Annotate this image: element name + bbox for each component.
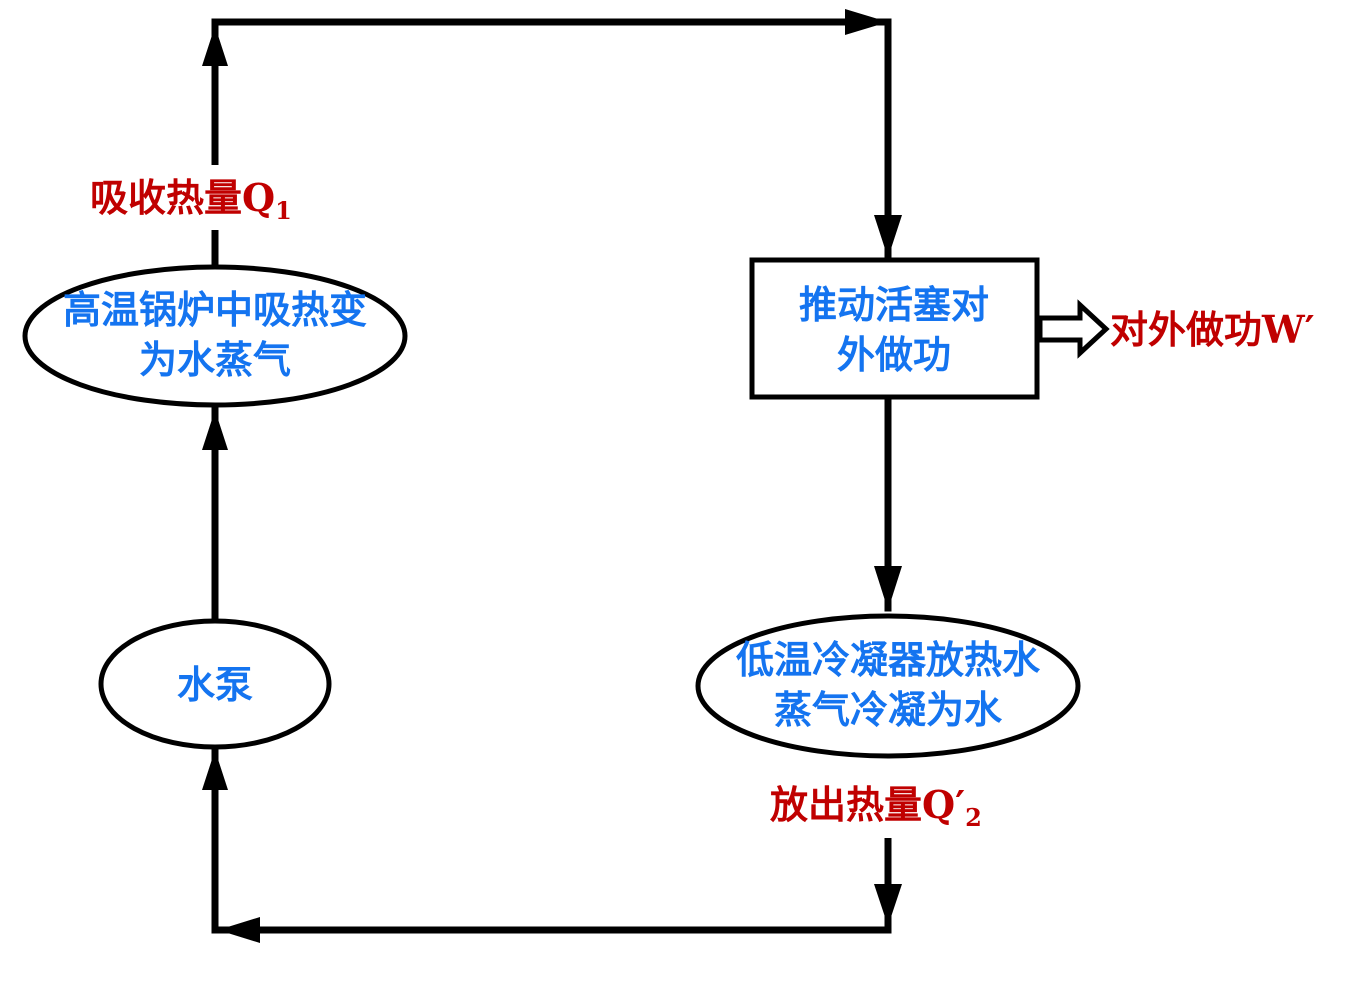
boiler-label-line1: 高温锅炉中吸热变: [63, 288, 367, 332]
pump-node: 水泵: [98, 618, 332, 750]
arrowhead-down-to-piston: [874, 215, 902, 258]
arrowheads: [202, 9, 902, 943]
boiler-label-line2: 为水蒸气: [139, 338, 291, 382]
piston-box: [749, 257, 1040, 400]
condenser-node: 低温冷凝器放热水 蒸气冷凝为水: [695, 613, 1081, 759]
release-heat-label-sub: 2: [965, 803, 982, 832]
release-heat-label-bg: [765, 770, 1015, 838]
boiler-node: 高温锅炉中吸热变 为水蒸气: [22, 264, 408, 408]
arrowhead-up-top-left: [202, 26, 228, 66]
arrowhead-down-bottom-right: [874, 884, 902, 926]
absorb-heat-label-sub: 1: [275, 196, 292, 225]
condenser-label-line1: 低温冷凝器放热水: [736, 638, 1041, 682]
pump-label: 水泵: [177, 663, 253, 707]
work-output-arrow: [1037, 299, 1110, 359]
arrowhead-up-to-pump: [202, 750, 228, 790]
arrowhead-up-to-boiler: [202, 410, 228, 450]
arrowhead-right-top: [845, 9, 888, 35]
hollow-arrow-icon: [1037, 299, 1110, 359]
release-heat-label: 放出热量Q′2: [770, 782, 982, 832]
release-heat-label-main: 放出热量Q′: [770, 782, 965, 827]
piston-node: 推动活塞对 外做功: [749, 257, 1040, 400]
absorb-heat-label: 吸收热量Q1: [90, 175, 292, 225]
boiler-ellipse: [22, 264, 408, 408]
work-out-label: 对外做功W′: [1110, 307, 1315, 352]
condenser-label-line2: 蒸气冷凝为水: [774, 688, 1003, 732]
arrowhead-left-bottom: [218, 917, 260, 943]
pump-ellipse: [98, 618, 332, 750]
piston-label-line1: 推动活塞对: [799, 283, 989, 327]
condenser-ellipse: [695, 613, 1081, 759]
absorb-heat-label-main: 吸收热量Q: [90, 175, 275, 220]
arrowhead-down-to-condenser: [874, 566, 902, 610]
piston-label-line2: 外做功: [837, 333, 951, 377]
absorb-heat-label-bg: [85, 165, 325, 230]
